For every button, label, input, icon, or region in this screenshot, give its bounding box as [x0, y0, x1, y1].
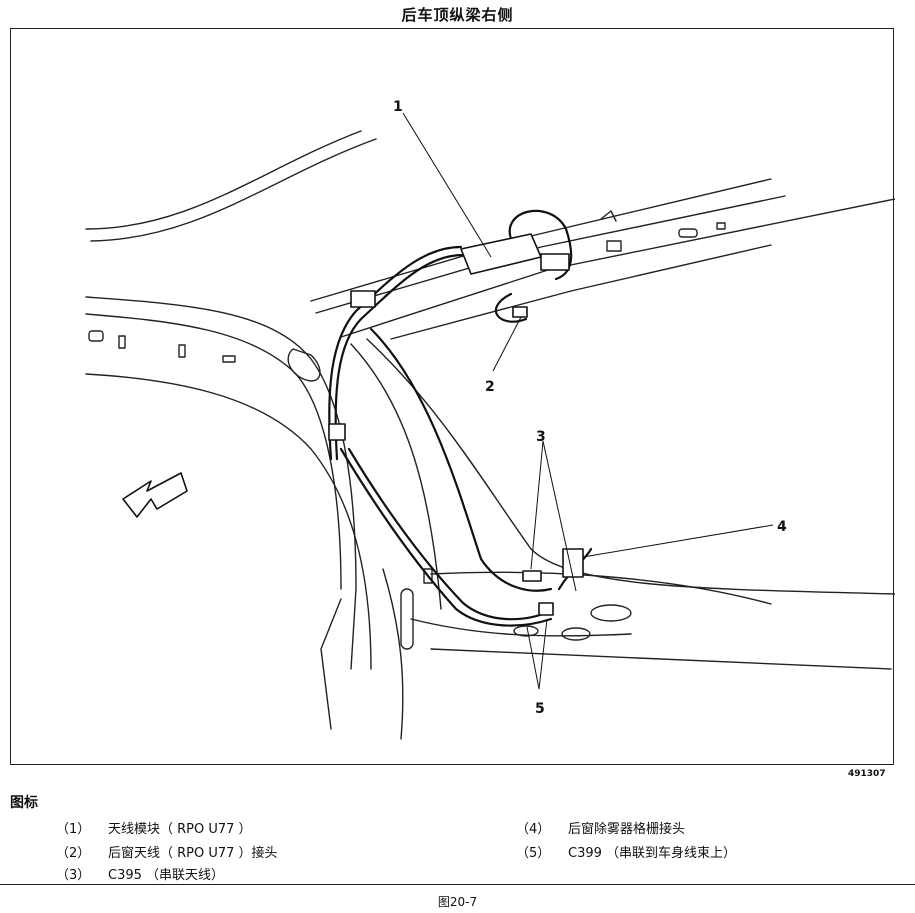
- legend-text: C395 （串联天线）: [108, 868, 225, 883]
- legend-number: （4）: [516, 822, 551, 837]
- legend-text: C399 （串联到车身线束上）: [568, 846, 737, 861]
- rear-window-antenna-connector: [512, 306, 528, 318]
- legend-item-4: （4） 后窗除雾器格栅接头: [516, 818, 685, 837]
- bottom-divider: [0, 884, 915, 885]
- pillar-inner-curve: [85, 313, 342, 590]
- roof-inner-curve: [90, 138, 377, 242]
- c399-connector: [538, 602, 554, 616]
- antenna-harness: [328, 209, 593, 627]
- diagram-title: 后车顶纵梁右侧: [401, 6, 514, 24]
- floor-hole-3: [513, 625, 539, 637]
- legend-text: 后窗除雾器格栅接头: [568, 822, 686, 837]
- leader-4: [582, 524, 774, 558]
- vehicle-harness-illustration: 1 2 3 4 5: [85, 99, 895, 740]
- legend-number: （2）: [56, 846, 91, 861]
- callout-2: 2: [485, 379, 495, 395]
- front-direction-arrow-icon: [122, 472, 188, 518]
- harness-clip-upper: [350, 290, 376, 308]
- callout-4: 4: [777, 519, 787, 535]
- floor-hole-2: [561, 627, 591, 641]
- leader-5b: [538, 618, 548, 690]
- window-edge-line: [366, 338, 895, 595]
- rail-slot-4: [222, 355, 236, 363]
- quarter-panel-left: [320, 598, 342, 730]
- legend-number: （3）: [56, 868, 91, 883]
- antenna-module: [460, 233, 542, 275]
- quarter-slot: [400, 588, 414, 650]
- pillar-side-curve: [350, 343, 442, 610]
- roof-slot-3: [716, 222, 726, 230]
- diagram-frame: 1 2 3 4 5: [10, 28, 895, 765]
- legend-item-5: （5） C399 （串联到车身线束上）: [516, 842, 736, 861]
- leader-3b: [542, 440, 577, 592]
- defogger-connector: [562, 548, 584, 578]
- roof-outer-curve: [85, 130, 362, 230]
- pillar-outer-curve: [85, 296, 357, 670]
- legend-number: （5）: [516, 846, 551, 861]
- callout-3: 3: [536, 429, 546, 445]
- figure-caption: 图20-7: [437, 895, 478, 909]
- legend-item-1: （1） 天线模块（ RPO U77 ）: [56, 818, 252, 837]
- callout-5: 5: [535, 701, 545, 717]
- quarter-panel-right: [382, 568, 404, 740]
- leader-3a: [530, 440, 544, 570]
- legend-heading: 图标: [10, 795, 38, 811]
- legend-number: （1）: [56, 822, 91, 837]
- legend-item-2: （2） 后窗天线（ RPO U77 ）接头: [56, 842, 278, 861]
- leader-1: [402, 112, 492, 258]
- legend-text: 天线模块（ RPO U77 ）: [108, 822, 252, 837]
- roof-rail-top-edge: [310, 178, 772, 302]
- rail-slot-1: [88, 330, 104, 342]
- pillar-slot: [423, 568, 433, 584]
- floor-panel-edge: [410, 618, 632, 637]
- rail-slot-3: [178, 344, 186, 358]
- legend-item-3: （3） C395 （串联天线）: [56, 864, 224, 883]
- roof-slot-2: [678, 228, 698, 238]
- leader-2: [492, 316, 522, 372]
- callout-1: 1: [393, 99, 403, 115]
- roof-rail-step: [600, 210, 617, 222]
- roof-slot-1: [606, 240, 622, 252]
- floor-hole-1: [590, 604, 632, 622]
- rail-slot-2: [118, 335, 126, 349]
- c395-connector: [522, 570, 542, 582]
- legend-text: 后窗天线（ RPO U77 ）接头: [108, 846, 278, 861]
- floor-edge-line: [430, 571, 772, 605]
- leader-5a: [526, 626, 540, 690]
- figure-id: 491307: [848, 769, 886, 779]
- floor-panel: [430, 648, 892, 670]
- pillar-lower-curve: [85, 373, 372, 670]
- module-bracket: [540, 253, 570, 271]
- pillar-loop-opening: [287, 348, 321, 382]
- roof-rail-inner-edge: [390, 244, 772, 340]
- harness-clip-mid: [328, 423, 346, 441]
